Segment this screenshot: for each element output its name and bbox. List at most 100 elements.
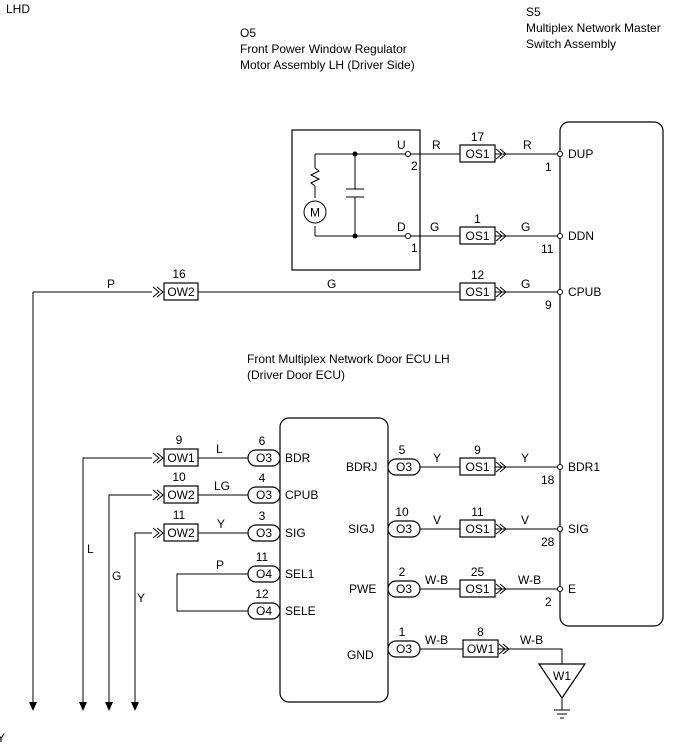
os1-pin-sigj: 11 [471, 505, 484, 519]
ecu-terminal-bdr: BDR [285, 451, 311, 465]
ecu-terminal-gnd: GND [347, 648, 374, 662]
o5-code: O5 [240, 26, 256, 40]
s5-terminal-sig: SIG [568, 522, 589, 536]
ground-point-w1 [537, 663, 587, 700]
s5-terminal-e: E [568, 582, 576, 596]
os1-connector-cpub [459, 282, 496, 301]
ecu-terminal-sele: SELE [285, 604, 316, 618]
s5-terminal-dup: DUP [568, 147, 593, 161]
ow1-label-bdr: OW1 [167, 451, 195, 465]
o3-label-bdrj: O3 [396, 460, 412, 474]
o3-connector-gnd [387, 640, 421, 658]
ow1-connector-bdr [163, 448, 199, 467]
o3-connector-bdr [247, 449, 281, 467]
ow1-pin-bdr: 9 [176, 433, 183, 447]
wire-color-bdrj-right: Y [521, 451, 529, 465]
ecu-terminal-cpub: CPUB [285, 488, 318, 502]
ecu-pin-pwe: 2 [399, 565, 406, 579]
ecu-pin-bdr: 6 [259, 434, 266, 448]
os1-label-bdrj: OS1 [465, 460, 489, 474]
s5-pin-dup [556, 150, 564, 158]
os1-label-ddn: OS1 [465, 229, 489, 243]
o5-name-line2: Motor Assembly LH (Driver Side) [240, 58, 415, 72]
wire-color-pwe-right: W-B [518, 573, 541, 587]
os1-pin-pwe: 25 [471, 565, 485, 579]
wire-bdrj [420, 461, 558, 473]
ecu-pin-cpub: 4 [259, 471, 266, 485]
o3-connector-sig [247, 524, 281, 542]
wire-color-gnd-right: W-B [520, 633, 543, 647]
s5-pin-ddn-number: 11 [541, 242, 554, 256]
s5-pin-e [556, 585, 564, 593]
ow2-label-sig: OW2 [167, 526, 195, 540]
ecu-pin-sig: 3 [259, 509, 266, 523]
wire-color-bdr: L [216, 442, 223, 456]
ow2-pin-cpub: 16 [172, 267, 186, 281]
wire-color-sigj-left: V [433, 513, 441, 527]
ecu-terminal-sigj: SIGJ [348, 522, 375, 536]
s5-pin-cpub-number: 9 [545, 298, 552, 312]
o3-connector-cpub [247, 486, 281, 504]
os1-label-dup: OS1 [465, 147, 489, 161]
s5-pin-ddn [556, 232, 564, 240]
os1-pin-dup: 17 [471, 130, 485, 144]
o5-pin-d [404, 232, 412, 240]
o3-label-cpub: O3 [256, 488, 272, 502]
os1-label-pwe: OS1 [465, 582, 489, 596]
o5-pin-u-number: 2 [411, 159, 418, 173]
wire-continuations [29, 292, 164, 711]
wire-color-ddn-left: G [430, 220, 439, 234]
motor-symbol [303, 200, 327, 224]
wire-color-cpub-p: P [107, 277, 115, 291]
ecu-pin-sele: 12 [255, 587, 269, 601]
ecu-name-line2: (Driver Door ECU) [247, 368, 345, 382]
s5-pin-e-number: 2 [545, 595, 552, 609]
o4-connector-sele [247, 602, 281, 620]
ow2-connector-cpub-ecu [163, 485, 199, 504]
o3-connector-pwe [387, 580, 421, 598]
wire-color-bdrj-left: Y [433, 451, 441, 465]
wire-sel-loop [176, 573, 248, 612]
os1-connector-bdrj [459, 457, 496, 476]
wire-color-cpub-ecu: LG [214, 479, 230, 493]
wire-color-cpub-g: G [327, 277, 336, 291]
s5-pin-sig-number: 28 [541, 535, 555, 549]
o5-terminal-u: U [397, 138, 406, 152]
os1-pin-ddn: 1 [474, 212, 481, 226]
ecu-terminal-bdrj: BDRJ [346, 460, 377, 474]
o5-pin-u [404, 150, 412, 158]
ground-label-w1: W1 [553, 669, 571, 683]
ecu-pin-sel1: 11 [256, 550, 269, 564]
os1-label-sigj: OS1 [465, 522, 489, 536]
s5-pin-bdr1 [556, 463, 564, 471]
continuation-color-y: Y [137, 591, 145, 605]
ecu-pin-gnd: 1 [399, 625, 406, 639]
o3-label-bdr: O3 [256, 451, 272, 465]
o5-internal-circuit [309, 151, 408, 239]
s5-terminal-cpub: CPUB [568, 285, 601, 299]
s5-name-line1: Multiplex Network Master [526, 21, 661, 35]
o3-connector-bdrj [387, 458, 421, 476]
ecu-terminal-sig: SIG [285, 526, 306, 540]
os1-connector-ddn [459, 226, 496, 245]
ecu-terminal-pwe: PWE [349, 582, 376, 596]
wire-color-ddn-right: G [521, 220, 530, 234]
ow1-connector-gnd [462, 639, 499, 658]
s5-name-line2: Switch Assembly [526, 37, 616, 51]
o3-label-sig: O3 [256, 526, 272, 540]
wire-color-dup-right: R [523, 138, 532, 152]
wire-gnd [420, 643, 570, 719]
s5-pin-cpub [556, 288, 564, 296]
os1-label-cpub: OS1 [465, 285, 489, 299]
lhd-label: LHD [6, 2, 30, 16]
os1-connector-pwe [459, 579, 496, 598]
bottom-label: Y [0, 731, 5, 744]
wire-cpub [33, 286, 558, 298]
s5-pin-bdr1-number: 18 [541, 473, 555, 487]
o5-terminal-d: D [397, 220, 406, 234]
s5-terminal-bdr1: BDR1 [568, 460, 600, 474]
o4-label-sele: O4 [256, 604, 272, 618]
o5-pin-d-number: 1 [411, 241, 418, 255]
os1-connector-sigj [459, 519, 496, 538]
